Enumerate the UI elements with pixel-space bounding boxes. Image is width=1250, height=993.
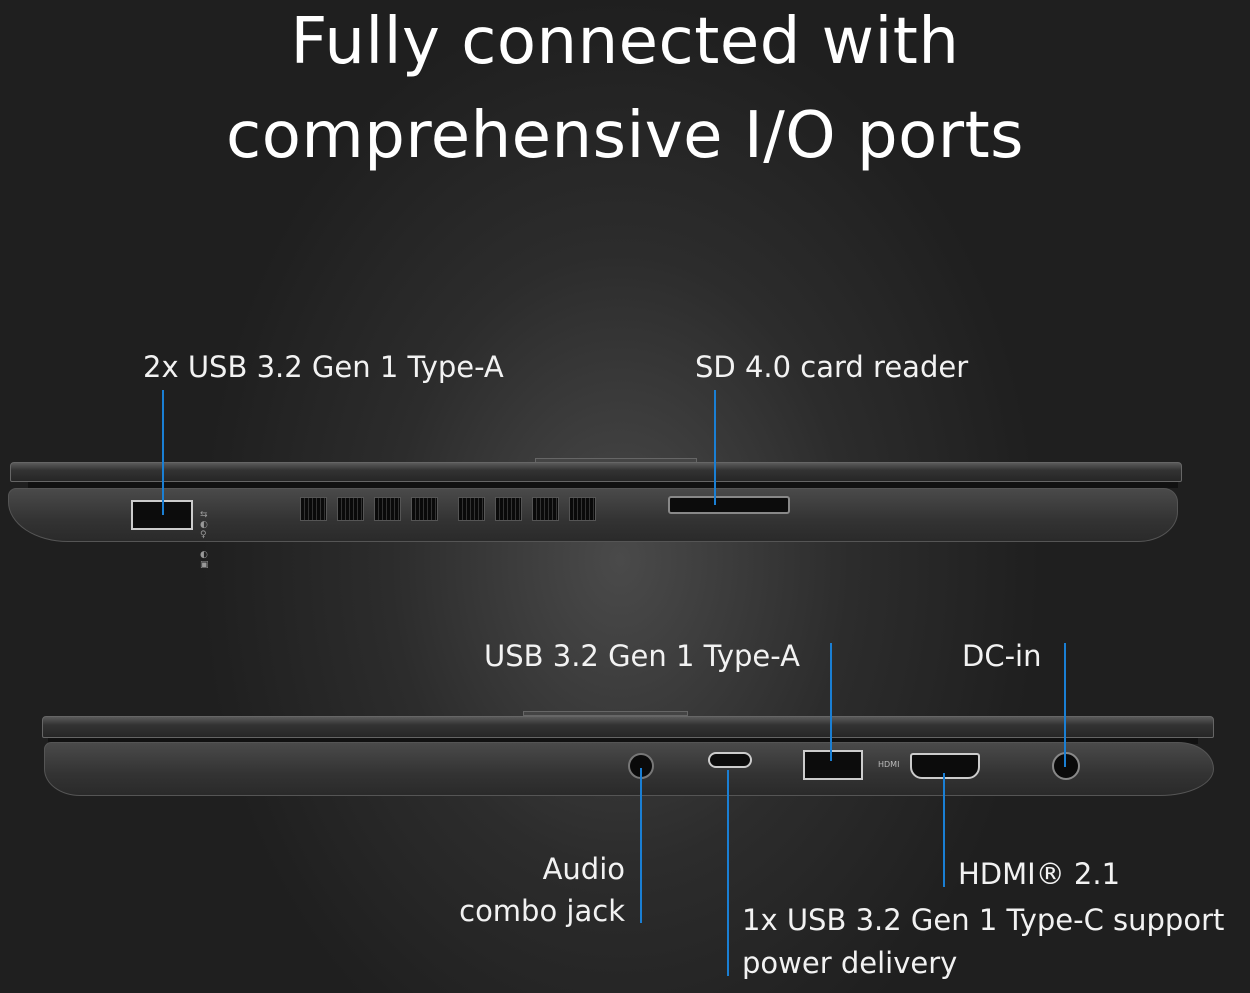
- status-led-icons: ⇆ ◐ ♀ ◐ ▣: [200, 510, 209, 570]
- label-hdmi: HDMI® 2.1: [958, 857, 1121, 891]
- label-usb-a-bottom: USB 3.2 Gen 1 Type-A: [484, 639, 800, 673]
- sd-card-slot: [668, 496, 790, 514]
- callout-line: [640, 768, 642, 923]
- laptop-lid: [42, 716, 1214, 738]
- label-usb-a-top: 2x USB 3.2 Gen 1 Type-A: [143, 350, 504, 384]
- callout-line: [943, 773, 945, 887]
- label-usb-c-2: power delivery: [742, 946, 958, 980]
- headline-line-2: comprehensive I/O ports: [226, 99, 1024, 173]
- usb-a-port: [803, 750, 863, 780]
- lid-tab: [523, 711, 688, 716]
- callout-line: [1064, 643, 1066, 767]
- laptop-lid: [10, 462, 1182, 482]
- headline-line-1: Fully connected with: [290, 5, 960, 79]
- usb-c-port: [708, 752, 752, 768]
- vent-grille: [300, 497, 596, 521]
- label-audio-1: Audio: [542, 852, 625, 886]
- hdmi-port: [910, 753, 980, 779]
- label-audio-2: combo jack: [459, 894, 625, 928]
- dc-in-port: [1052, 752, 1080, 780]
- callout-line: [727, 770, 729, 976]
- label-sd-reader: SD 4.0 card reader: [695, 350, 969, 384]
- callout-line: [162, 390, 164, 515]
- callout-line: [714, 390, 716, 505]
- hdmi-mark: HDMI: [878, 760, 900, 769]
- callout-line: [830, 643, 832, 761]
- label-dc-in: DC-in: [962, 639, 1042, 673]
- label-usb-c-1: 1x USB 3.2 Gen 1 Type-C support: [742, 903, 1225, 937]
